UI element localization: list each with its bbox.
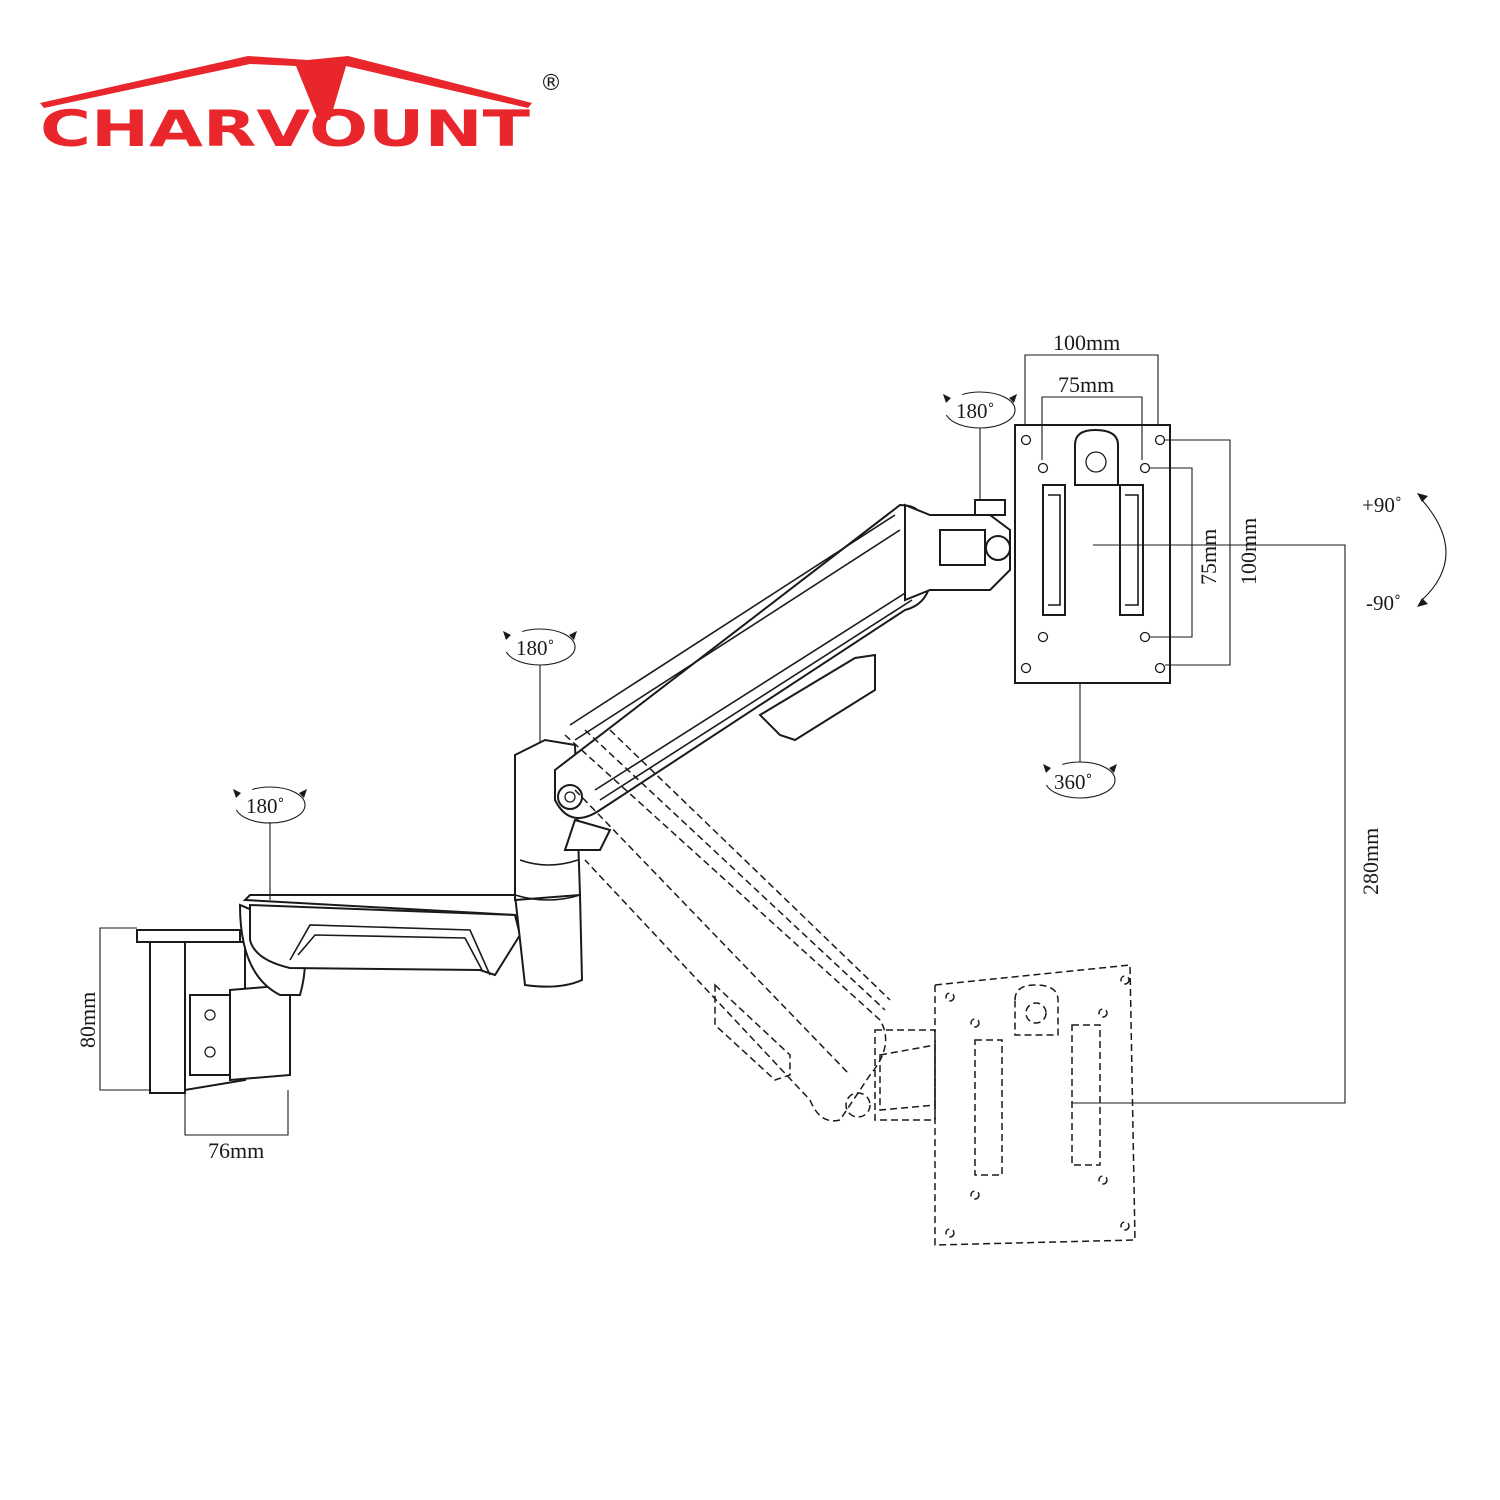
lowered-position-ghost: [564, 729, 1136, 1246]
lower-arm: [242, 894, 584, 988]
tilt-indicator: +90˚ -90˚: [1362, 493, 1447, 615]
vesa-inner-width-label: 75mm: [1058, 372, 1114, 397]
upper-arm: [554, 503, 932, 851]
plate-rotation-label: 360˚: [1054, 770, 1093, 794]
brand-logo: CHARVOUNT ®: [40, 56, 562, 158]
head-joint: [904, 499, 1011, 602]
base-width-label: 76mm: [208, 1138, 264, 1163]
base-height-label: 80mm: [75, 992, 100, 1048]
rotation-elbow: 180˚: [503, 628, 577, 666]
tilt-up-label: +90˚: [1362, 493, 1402, 517]
brand-name: CHARVOUNT: [40, 100, 530, 158]
head-swivel-label: 180˚: [956, 399, 995, 423]
rotation-plate: 360˚: [1043, 761, 1117, 799]
registered-mark: ®: [540, 71, 562, 96]
base-swivel-label: 180˚: [246, 794, 285, 818]
vesa-outer-width-label: 100mm: [1053, 330, 1120, 355]
vesa-outer-height-label: 100mm: [1236, 518, 1261, 585]
tilt-down-label: -90˚: [1366, 591, 1401, 615]
vesa-plate: [1014, 424, 1171, 684]
dimension-labels: 100mm 75mm 75mm 100mm 280mm 80mm 76mm: [75, 330, 1383, 1163]
rotation-base: 180˚: [233, 786, 307, 824]
dimension-lines: [99, 354, 1346, 1136]
vesa-inner-height-label: 75mm: [1196, 529, 1221, 585]
height-adjust-label: 280mm: [1358, 828, 1383, 895]
elbow-swivel-label: 180˚: [516, 636, 555, 660]
rotation-head: 180˚: [943, 391, 1017, 429]
logo-roof-icon: [40, 56, 532, 120]
